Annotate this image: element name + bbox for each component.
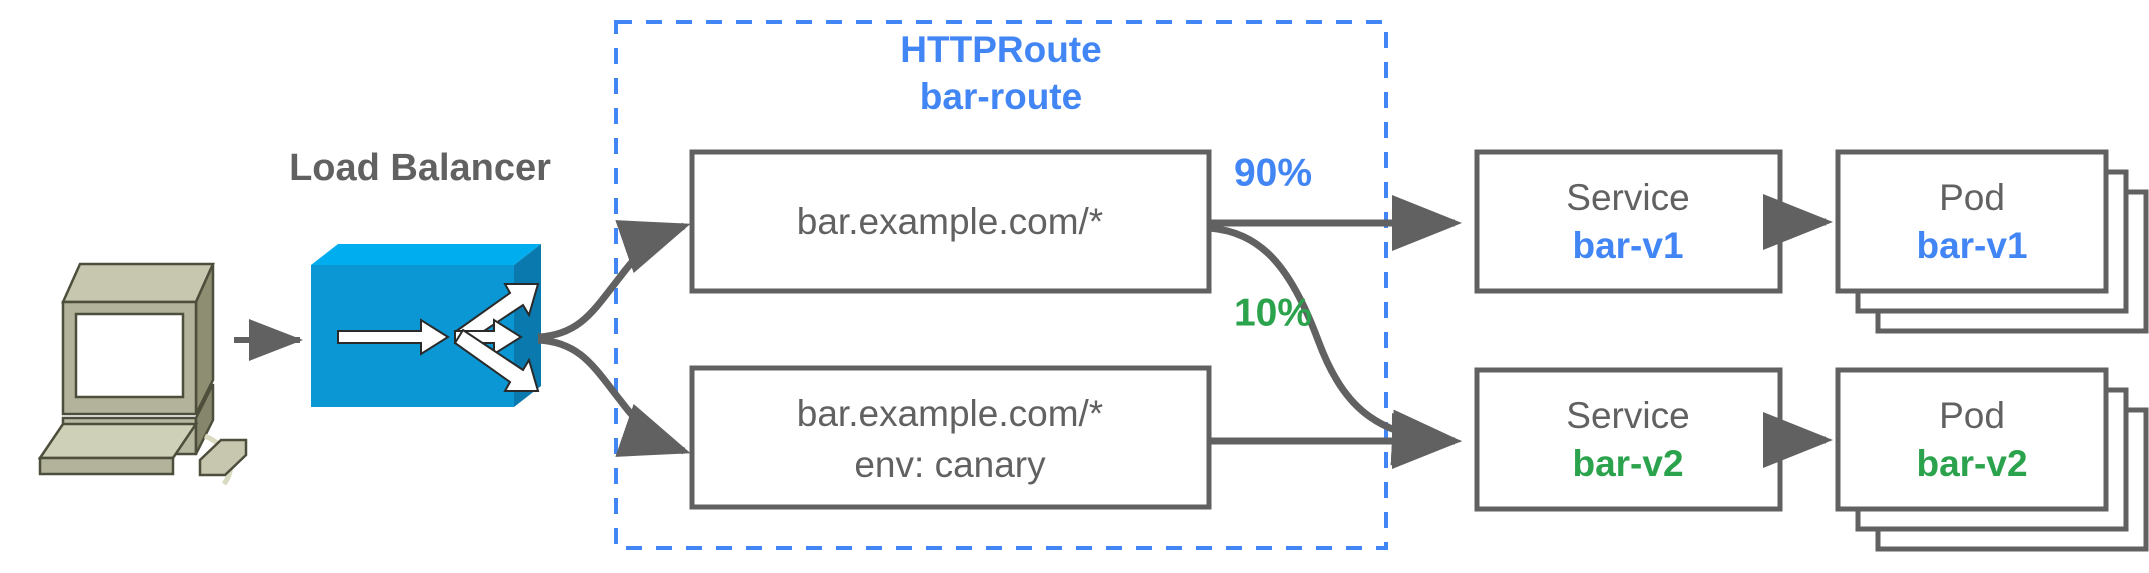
pod-stack-bar-v1[interactable] (1835, 149, 2149, 334)
weight-label-10: 10% (1234, 291, 1312, 334)
load-balancer-switch-icon (311, 244, 541, 407)
service-v2-kind: Service (1566, 395, 1689, 436)
httproute-name-label: bar-route (920, 76, 1082, 117)
service-v2-name: bar-v2 (1572, 443, 1683, 484)
load-balancer-label: Load Balancer (289, 147, 551, 189)
service-v1-name: bar-v1 (1572, 225, 1683, 266)
httproute-kind-label: HTTPRoute (900, 29, 1101, 70)
service-box-bar-v1[interactable] (1474, 149, 1783, 294)
rule-default-match: bar.example.com/* (797, 201, 1103, 242)
arrow-rule-default-to-service-v2 (1208, 224, 1462, 466)
arrow-lb-to-rule-default (537, 220, 691, 341)
weight-label-90: 90% (1234, 151, 1312, 194)
pod-v2-replica-1 (1835, 367, 2109, 512)
rule-box-canary[interactable] (689, 365, 1212, 510)
service-box-bar-v2[interactable] (1474, 367, 1783, 512)
rule-canary-match: bar.example.com/* (797, 393, 1103, 434)
pod-v1-kind: Pod (1939, 177, 2005, 218)
pod-v1-name: bar-v1 (1916, 225, 2027, 266)
httproute-boundary (614, 20, 1388, 550)
pod-v1-replica-1 (1835, 149, 2109, 294)
arrow-lb-to-rule-canary (537, 336, 691, 457)
pod-stack-bar-v2[interactable] (1835, 367, 2149, 552)
service-v1-kind: Service (1566, 177, 1689, 218)
pod-v2-name: bar-v2 (1916, 443, 2027, 484)
rule-canary-header: env: canary (854, 444, 1046, 485)
pod-v2-kind: Pod (1939, 395, 2005, 436)
computer-workstation-icon (37, 262, 248, 486)
rule-box-default[interactable] (689, 149, 1212, 294)
